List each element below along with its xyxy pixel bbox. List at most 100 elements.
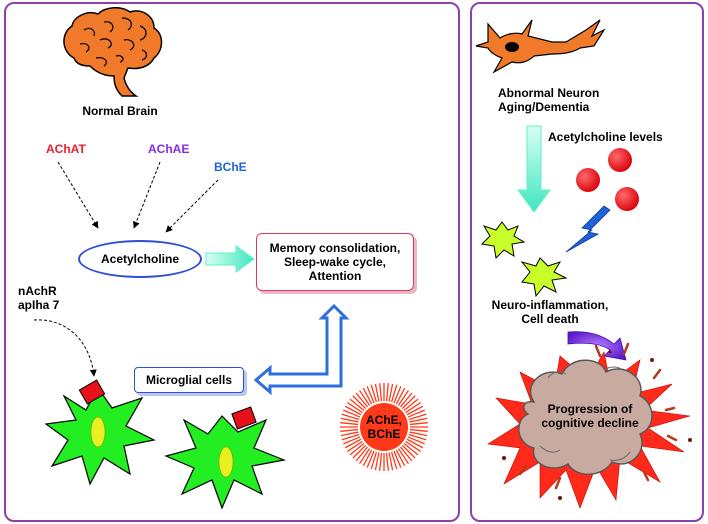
damaged-cell-1 xyxy=(480,221,526,260)
burst-ray xyxy=(340,422,359,426)
burst-ray xyxy=(393,386,402,404)
burst-ray xyxy=(341,433,360,441)
burst-ray xyxy=(390,451,398,470)
burst-line-1: AChE, xyxy=(366,413,402,427)
acetylcholine-levels-label: Acetylcholine levels xyxy=(548,130,663,144)
burst-ray xyxy=(393,450,402,468)
burst-ray xyxy=(385,383,389,402)
burst-ray xyxy=(340,417,359,423)
burst-ray xyxy=(409,417,428,423)
progression-line-1: Progression of xyxy=(547,402,633,416)
burst-ray xyxy=(366,386,375,404)
receptor-line-2: apIha 7 xyxy=(18,298,60,312)
burst-ray xyxy=(355,446,369,462)
brain-icon xyxy=(63,7,163,97)
burst-line-2: BChE xyxy=(367,427,401,441)
down-arrow-icon xyxy=(517,125,551,213)
burst-ray xyxy=(409,428,428,432)
burst-ray xyxy=(405,402,421,414)
burst-ray xyxy=(347,440,363,452)
neuron-line-2: Aging/Dementia xyxy=(498,100,590,114)
burst-label: AChE, BChE xyxy=(356,413,412,441)
enzyme-arrow-achat xyxy=(57,161,99,229)
burst-ray xyxy=(397,390,409,406)
burst-ray xyxy=(405,440,421,452)
burst-ray xyxy=(408,433,427,441)
microglial-label: Microglial cells xyxy=(145,373,233,387)
burst-ray xyxy=(347,402,363,414)
burst-ray xyxy=(370,451,378,470)
neuron-icon xyxy=(475,19,606,74)
burst-ray xyxy=(403,398,419,412)
burst-ray xyxy=(340,428,359,432)
burst-ray xyxy=(349,398,365,412)
burst-ray xyxy=(344,438,362,449)
inflammation-line-2: Cell death xyxy=(521,312,579,326)
receptor-arrow xyxy=(33,319,97,377)
burst-ray xyxy=(408,413,427,421)
double-arrow-icon xyxy=(253,303,350,396)
burst-ray xyxy=(362,449,373,467)
inflammation-line-1: Neuro-inflammation, xyxy=(491,298,609,312)
neuron-label: Abnormal Neuron Aging/Dementia xyxy=(498,86,599,114)
burst-ray xyxy=(388,452,394,471)
burst-ray xyxy=(407,436,425,445)
receptor-label: nAchR apIha 7 xyxy=(18,284,59,312)
acetylcholine-label: Acetylcholine xyxy=(100,252,180,266)
functions-box: Memory consolidation, Sleep-wake cycle, … xyxy=(256,233,414,291)
burst-ray xyxy=(366,450,375,468)
neuron-line-1: Abnormal Neuron xyxy=(498,86,600,100)
enzyme-burst xyxy=(340,383,428,471)
function-sleep: Sleep-wake cycle, xyxy=(283,255,387,269)
burst-ray xyxy=(352,444,367,459)
receptor-line-1: nAchR xyxy=(18,284,57,298)
right-arrow-icon xyxy=(205,245,255,273)
acetylcholine-molecule-1 xyxy=(608,148,632,172)
burst-ray xyxy=(340,431,359,437)
normal-brain-label: Normal Brain xyxy=(82,104,158,118)
progression-line-2: cognitive decline xyxy=(541,416,639,430)
microglial-cell-2 xyxy=(164,406,287,510)
progression-label: Progression of cognitive decline xyxy=(538,402,642,430)
burst-ray xyxy=(343,409,361,418)
enzyme-arrow-achae xyxy=(133,161,161,229)
burst-ray xyxy=(379,452,383,471)
enzyme-arrow-bche xyxy=(165,179,219,233)
microglial-cell-1 xyxy=(44,379,156,486)
burst-ray xyxy=(409,422,428,426)
acetylcholine-node: Acetylcholine xyxy=(78,240,202,278)
explosion-icon xyxy=(487,342,692,509)
acetylcholine-molecule-3 xyxy=(615,187,639,211)
burst-ray xyxy=(349,442,365,456)
burst-ray xyxy=(374,452,380,471)
function-memory: Memory consolidation, xyxy=(269,241,401,255)
microglial-box: Microglial cells xyxy=(134,367,244,393)
burst-ray xyxy=(355,392,369,408)
enzyme-label-achat: AChAT xyxy=(46,142,86,156)
burst-ray xyxy=(397,448,409,464)
burst-ray xyxy=(379,383,383,402)
burst-ray xyxy=(395,449,406,467)
enzyme-label-achae: AChAE xyxy=(148,142,190,156)
burst-ray xyxy=(395,387,406,405)
burst-ray xyxy=(390,384,398,403)
burst-ray xyxy=(399,446,413,462)
burst-ray xyxy=(388,383,394,402)
curved-arrow-icon xyxy=(567,331,627,361)
burst-ray xyxy=(359,448,371,464)
burst-ray xyxy=(341,413,360,421)
damaged-cell-2 xyxy=(520,257,568,298)
burst-ray xyxy=(362,387,373,405)
burst-ray xyxy=(374,383,380,402)
lightning-icon xyxy=(565,205,611,253)
burst-ray xyxy=(370,384,378,403)
burst-ray xyxy=(385,452,389,471)
burst-ray xyxy=(359,390,371,406)
burst-ray xyxy=(406,405,424,416)
burst-ray xyxy=(407,409,425,418)
burst-ray xyxy=(352,395,367,410)
burst-ray xyxy=(401,444,416,459)
burst-ray xyxy=(401,395,416,410)
burst-ray xyxy=(406,438,424,449)
